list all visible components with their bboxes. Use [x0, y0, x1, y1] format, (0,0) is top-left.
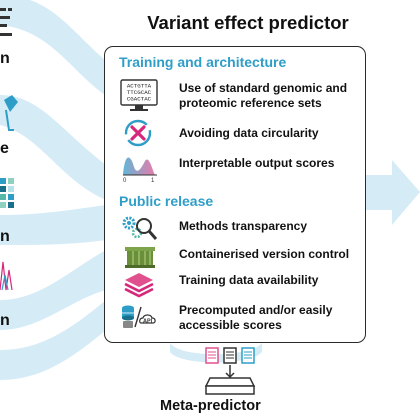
data-circularity-x-icon [124, 119, 152, 147]
meta-predictor-label: Meta-predictor [160, 398, 261, 414]
criterion-text: Avoiding data circularity [179, 126, 319, 140]
criterion-output-scores: 0 1 Interpretable output scores [115, 149, 361, 185]
criterion-text: Training data availability [179, 273, 319, 287]
monitor-line-3: CGACTAC [127, 96, 152, 103]
criterion-training-data: Training data availability [115, 269, 361, 298]
section-heading-training: Training and architecture [119, 54, 287, 70]
criterion-data-circularity: Avoiding data circularity [115, 117, 361, 151]
criterion-text-line-2: accessible scores [179, 318, 282, 332]
criteria-panel: Training and architecture ACTGTTA TTCGCA… [104, 46, 366, 343]
criterion-methods-transparency: Methods transparency [115, 213, 361, 243]
criterion-text-line-1: Use of standard genomic and [179, 81, 348, 95]
criterion-containerised: Containerised version control [115, 243, 361, 269]
criterion-reference-sets: ACTGTTA TTCGCAC CGACTAC Use of standard … [115, 79, 361, 115]
left-cropped-figures [0, 8, 18, 291]
criterion-text: Containerised version control [179, 247, 350, 261]
gears-magnifier-icon [122, 216, 158, 240]
left-cropped-label-4: n [0, 312, 10, 329]
documents-into-box-icon [204, 347, 256, 395]
score-distribution-icon: 0 1 [123, 157, 157, 183]
criterion-precomputed-scores: API Precomputed and/or easily accessible… [115, 301, 361, 337]
score-axis-min: 0 [123, 178, 127, 183]
criterion-text-line-1: Precomputed and/or easily [179, 303, 333, 317]
database-cloud-api-icon: API [122, 305, 156, 328]
left-cropped-label-1: n [0, 50, 10, 67]
left-cropped-label-3: n [0, 228, 10, 245]
score-axis-max: 1 [151, 178, 155, 183]
layers-icon [124, 273, 154, 298]
reference-sequence-monitor-icon: ACTGTTA TTCGCAC CGACTAC [120, 79, 158, 111]
monitor-line-2: TTCGCAC [127, 89, 152, 96]
criterion-text-line-2: proteomic reference sets [179, 96, 322, 110]
left-cropped-label-2: e [0, 140, 9, 157]
criterion-text: Methods transparency [179, 219, 308, 233]
api-label: API [143, 319, 153, 325]
monitor-line-1: ACTGTTA [127, 83, 152, 90]
page-title: Variant effect predictor [147, 12, 349, 33]
section-heading-public-release: Public release [119, 193, 214, 209]
container-icon [125, 247, 155, 268]
criterion-text: Interpretable output scores [179, 156, 335, 170]
